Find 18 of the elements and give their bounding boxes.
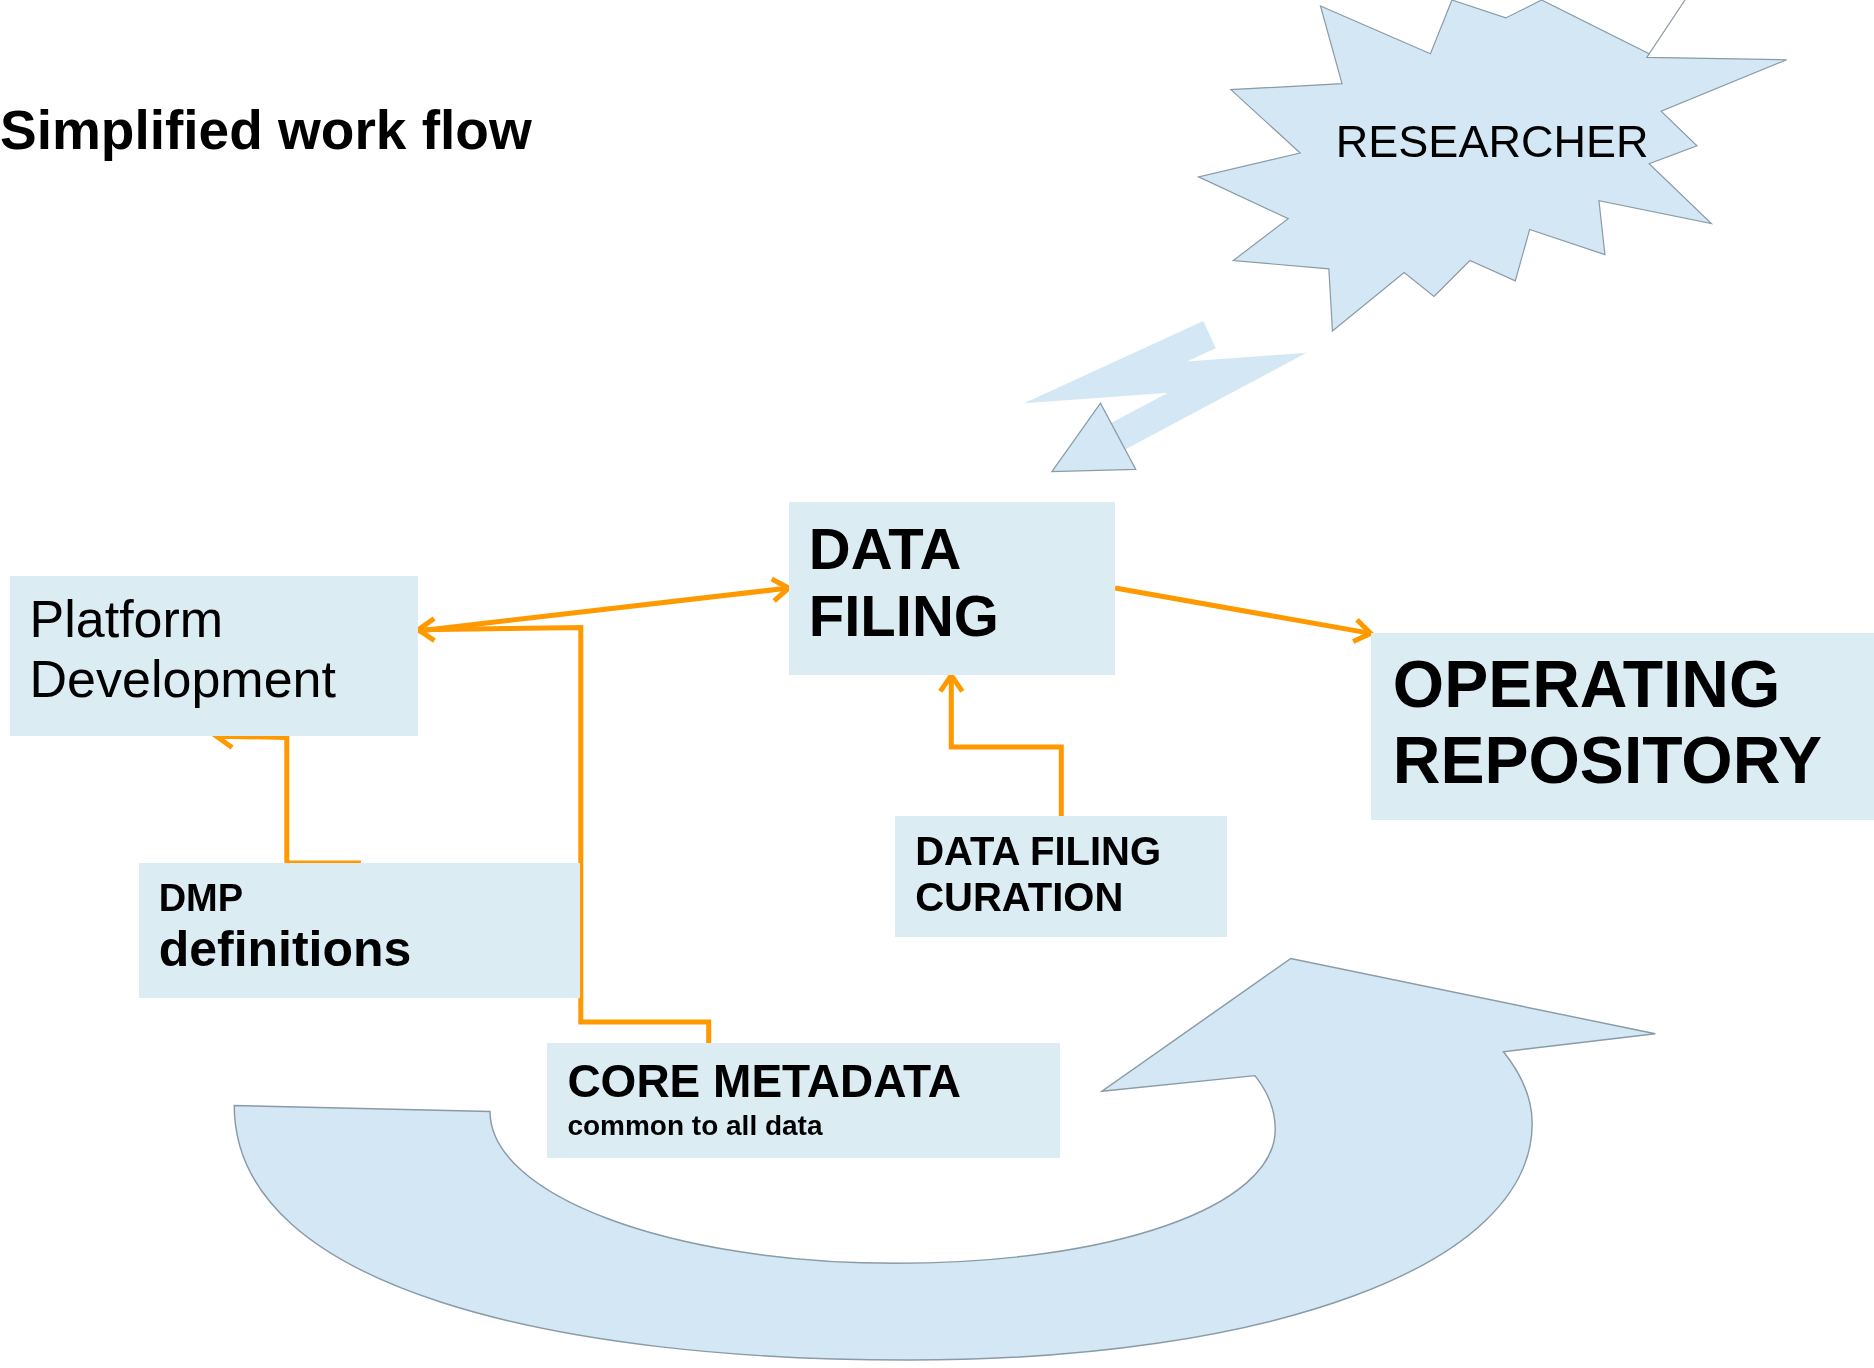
process-box [788, 501, 1116, 676]
arrow [1114, 585, 1374, 644]
node-label: OPERATING REPOSITORY [1392, 647, 1823, 800]
starburst-shape [1195, 0, 1790, 335]
process-box [547, 1043, 1061, 1159]
node-label: DATA FILING CURATION [915, 828, 1163, 921]
node-label: Platform Development [29, 590, 337, 710]
process-box [9, 576, 419, 737]
node-label: DATA FILING [808, 515, 1000, 650]
node-label: RESEARCHER [1335, 116, 1649, 169]
title: Simplified work flow [0, 98, 532, 162]
node-label: CORE METADATA [567, 1055, 961, 1109]
node-subtitle: common to all data [567, 1110, 823, 1143]
node-subtitle: definitions [158, 920, 412, 979]
process-box [1370, 633, 1874, 820]
node-label: DMP [158, 876, 244, 921]
process-box [138, 862, 580, 998]
process-box [895, 816, 1228, 937]
